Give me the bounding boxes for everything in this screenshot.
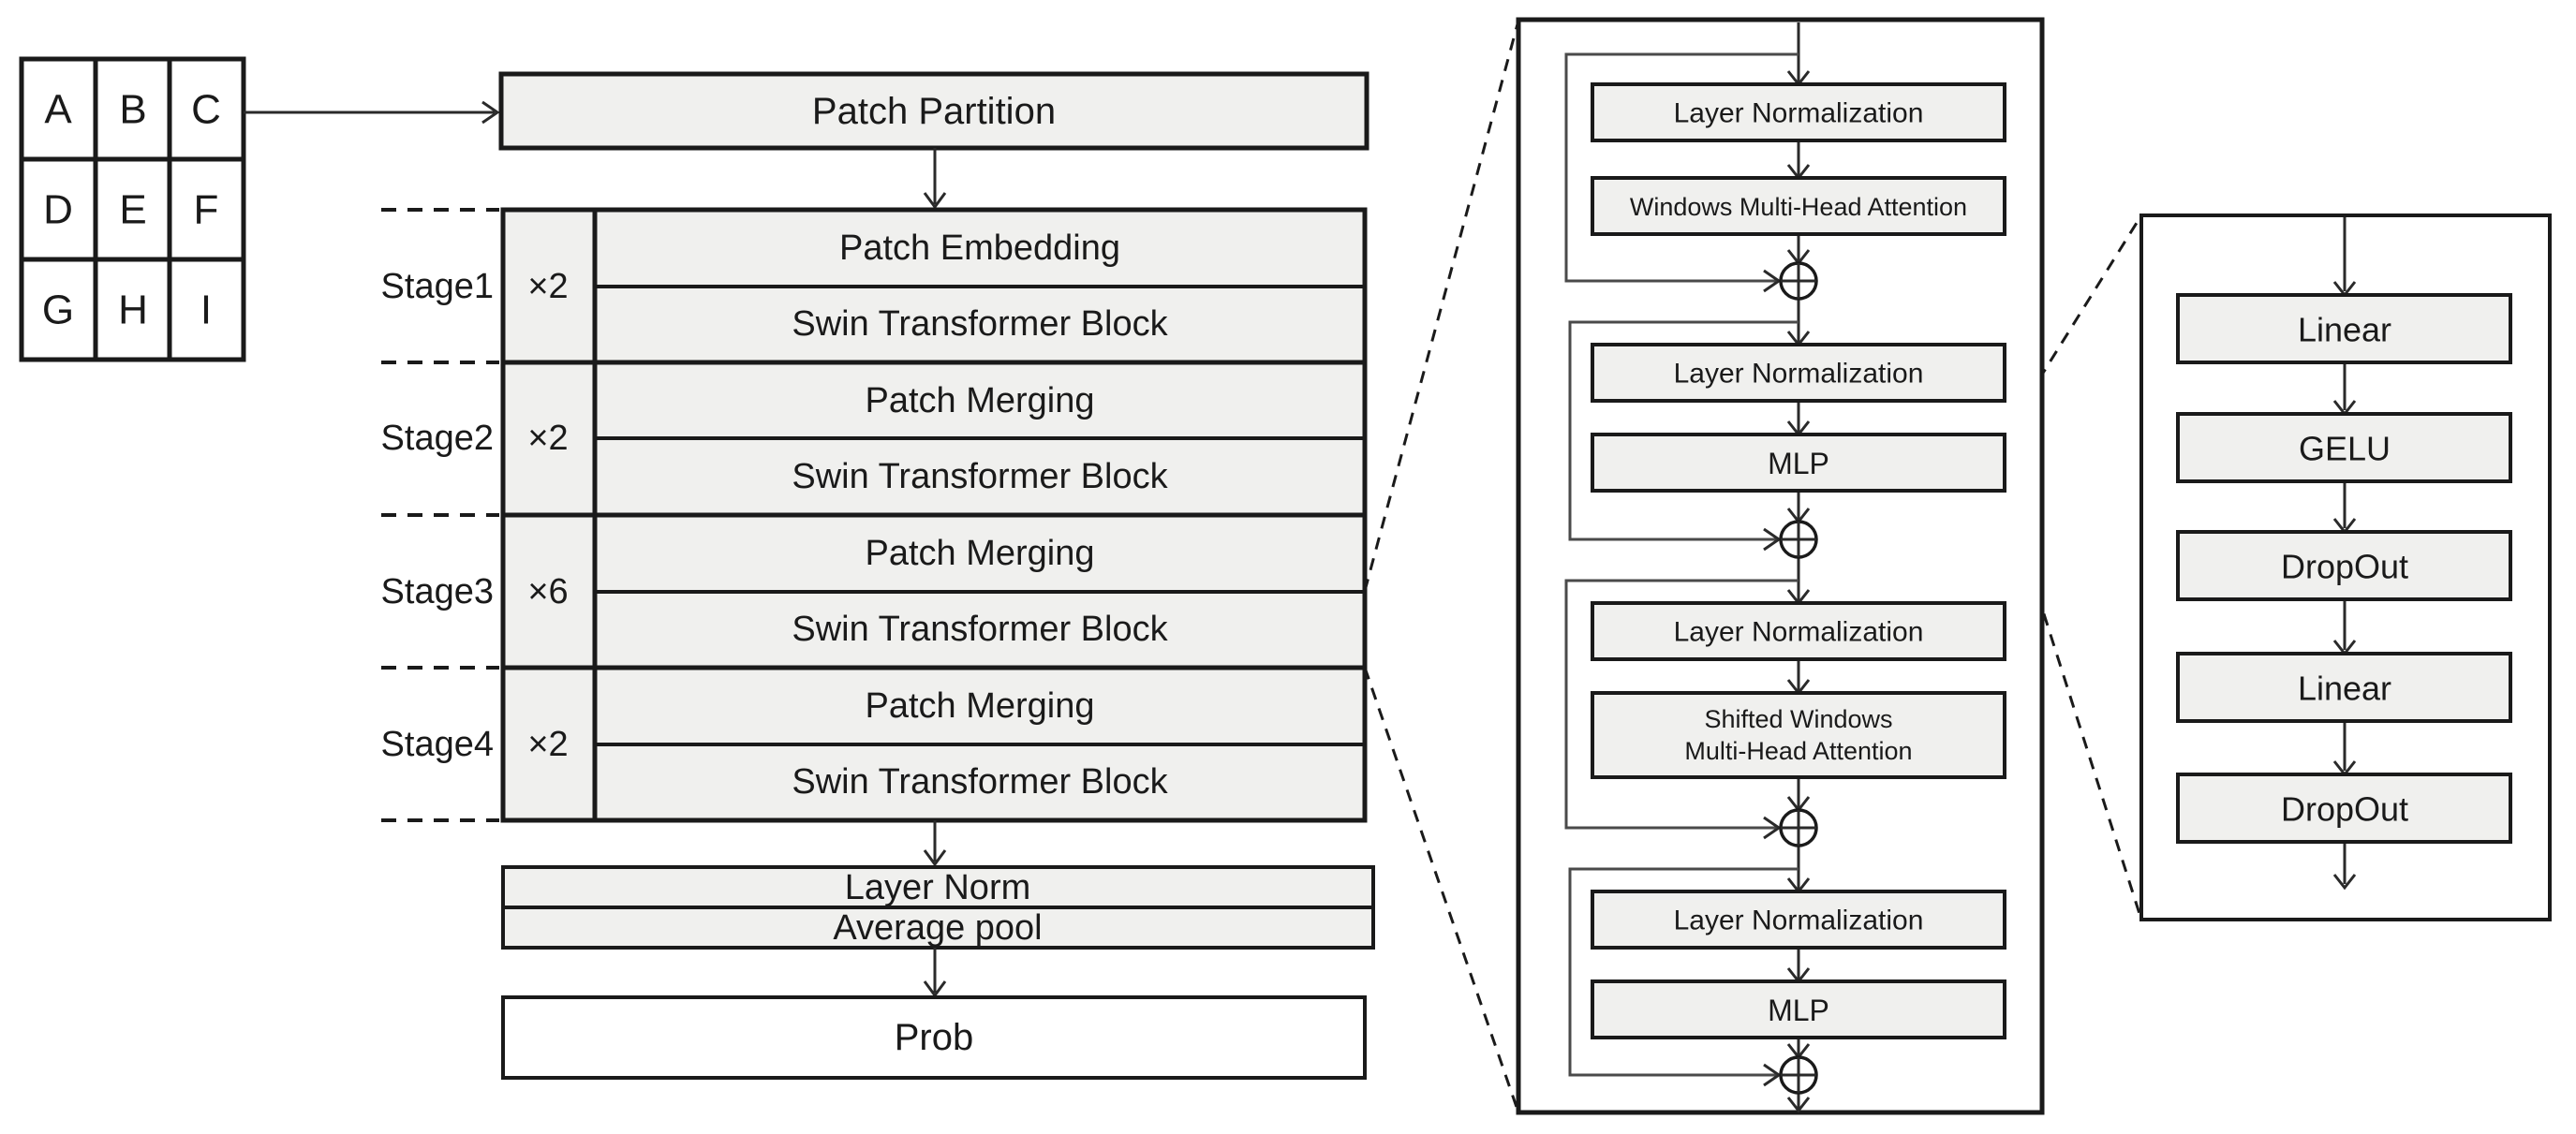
head-box: Layer Norm Average pool [501, 865, 1375, 950]
dropout-1-label: DropOut [2281, 548, 2408, 586]
stage-multiplier: ×2 [527, 267, 568, 306]
dropout-2-rect [2176, 773, 2512, 844]
arrowhead-icon [1763, 269, 1782, 293]
skip-connection-4 [1568, 867, 1799, 1087]
prob-label: Prob [895, 1017, 974, 1058]
arrowhead-icon [2332, 874, 2357, 891]
backbone-stage-stack: Stage1 Stage2 Stage3 Stage4 ×2 ×2 ×6 ×2 … [381, 207, 1368, 823]
dropout-1-rect [2176, 530, 2512, 601]
layer-norm-label: Layer Norm [845, 868, 1031, 907]
swin-block-detail-panel: Layer Normalization Windows Multi-Head A… [1516, 17, 2045, 1115]
input-grid-outline [19, 56, 246, 362]
arrowhead-icon [1763, 816, 1782, 840]
stage-row-label: Swin Transformer Block [792, 457, 1168, 496]
grid-cell-label: G [42, 287, 74, 333]
shifted-wmsa-label-line1: Shifted Windows [1704, 705, 1892, 733]
wmsa-rect [1591, 176, 2006, 236]
prob-rect [501, 995, 1367, 1080]
linear-1-rect [2176, 293, 2512, 364]
stage-label: Stage1 [381, 267, 494, 306]
gelu-label: GELU [2299, 430, 2391, 468]
patch-partition-label: Patch Partition [812, 91, 1056, 132]
stage-label: Stage2 [381, 419, 494, 458]
patch-partition-rect [498, 71, 1369, 151]
residual-add-icon [1779, 520, 1818, 559]
stage-label: Stage4 [381, 725, 494, 764]
arrow-stack-to-head [923, 820, 947, 867]
skip-rail [1568, 320, 1799, 541]
grid-cell-label: A [44, 87, 72, 133]
stage-label: Stage3 [381, 572, 494, 611]
arrow-grid-to-patch-partition [244, 100, 500, 125]
grid-cell-label: B [119, 87, 146, 133]
mlp-2-label: MLP [1768, 994, 1829, 1027]
layer-norm-1-rect [1591, 82, 2006, 142]
patch-partition-box: Patch Partition [498, 71, 1369, 151]
grid-cell-label: H [118, 287, 148, 333]
zoom-connector-stage3-to-block-bottom [1363, 667, 1520, 1113]
stage-row-label: Patch Merging [865, 686, 1094, 726]
arrowhead-icon [1763, 1063, 1782, 1087]
grid-cell-label: I [200, 287, 212, 333]
skip-connection-2 [1568, 320, 1799, 552]
gelu-rect [2176, 412, 2512, 483]
average-pool-label: Average pool [833, 908, 1042, 948]
linear-2-label: Linear [2298, 670, 2391, 708]
residual-add-icon [1779, 1055, 1818, 1095]
arrowhead-icon [481, 100, 500, 125]
arrowhead-icon [1786, 1097, 1811, 1113]
stage-multiplier: ×6 [527, 572, 568, 611]
stage-row-label: Swin Transformer Block [792, 610, 1168, 649]
dropout-2-label: DropOut [2281, 790, 2408, 829]
mlp-2-rect [1591, 979, 2006, 1039]
skip-connection-3 [1564, 579, 1799, 840]
arrow-partition-to-stack [923, 148, 947, 210]
mlp-1-label: MLP [1768, 447, 1829, 480]
grid-cell-label: F [194, 187, 219, 233]
layer-norm-2-label: Layer Normalization [1674, 359, 1924, 390]
layer-norm-2-rect [1591, 343, 2006, 403]
layer-norm-3-label: Layer Normalization [1674, 617, 1924, 648]
mlp-1-rect [1591, 433, 2006, 493]
layer-norm-4-rect [1591, 890, 2006, 950]
linear-1-label: Linear [2298, 311, 2391, 349]
shifted-wmsa-rect [1591, 691, 2006, 779]
arrowhead-icon [923, 849, 947, 867]
stage-row-label: Patch Embedding [839, 228, 1120, 268]
skip-rail [1564, 52, 1799, 283]
layer-norm-1-label: Layer Normalization [1674, 98, 1924, 129]
stage-row-label: Patch Merging [865, 534, 1094, 573]
residual-add-icon [1779, 808, 1818, 847]
zoom-connector-stage3-to-block-top [1363, 20, 1520, 592]
grid-cell-label: D [43, 187, 73, 233]
skip-rail [1568, 867, 1799, 1077]
arrowhead-icon [1763, 527, 1782, 552]
stage-row-label: Swin Transformer Block [792, 762, 1168, 802]
linear-2-rect [2176, 652, 2512, 723]
stage-row-label: Swin Transformer Block [792, 304, 1168, 344]
stage-multiplier: ×2 [527, 725, 568, 764]
skip-rail [1564, 579, 1799, 830]
grid-cell-label: C [191, 87, 221, 133]
layer-norm-4-label: Layer Normalization [1674, 906, 1924, 936]
skip-connection-1 [1564, 52, 1799, 293]
residual-add-icon [1779, 261, 1818, 301]
stage-row-label: Patch Merging [865, 381, 1094, 420]
prob-box: Prob [501, 995, 1367, 1080]
mlp-detail-panel: Linear GELU DropOut Linear DropOut [2139, 214, 2552, 921]
arrowhead-icon [923, 192, 947, 210]
arrow-head-to-prob [923, 948, 947, 998]
shifted-wmsa-label-line2: Multi-Head Attention [1684, 737, 1912, 765]
stage-multiplier: ×2 [527, 419, 568, 458]
input-patch-grid: A B C D E F G H I [19, 56, 246, 362]
layer-norm-3-rect [1591, 601, 2006, 661]
grid-cell-label: E [119, 187, 146, 233]
wmsa-label: Windows Multi-Head Attention [1630, 193, 1967, 221]
